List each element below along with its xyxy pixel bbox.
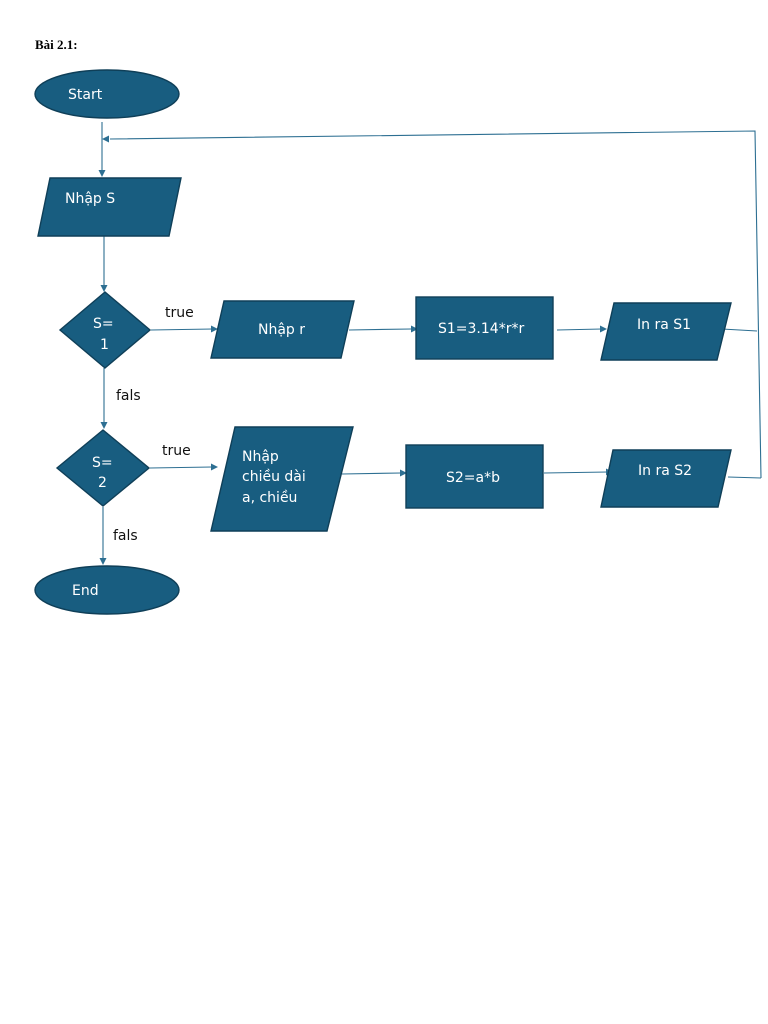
calc-s1-label: S1=3.14*r*r	[438, 321, 524, 337]
decision2-label-line2: 2	[98, 475, 107, 491]
input-r-node: Nhập r	[210, 300, 355, 359]
decision1-label-line2: 1	[100, 337, 109, 353]
input-s-node: Nhập S	[37, 177, 182, 237]
connectors	[98, 122, 762, 565]
calc-s2-label: S2=a*b	[446, 470, 500, 486]
end-label: End	[72, 583, 99, 599]
arrowhead	[211, 325, 218, 333]
edge-decision2-true	[149, 466, 213, 469]
calc-s2-node: S2=a*b	[405, 444, 544, 509]
arrowhead	[211, 463, 218, 471]
output-s2-label: In ra S2	[638, 463, 692, 479]
edge-calc1-to-output1	[556, 328, 603, 331]
edge-decision1-true	[150, 328, 214, 331]
arrowhead	[400, 469, 407, 477]
edge-label-d2-false: fals	[113, 528, 138, 544]
start-node: Start	[34, 69, 180, 119]
decision1-label-line1: S=	[93, 316, 114, 332]
edge-loop-output2	[727, 476, 762, 479]
edge-loop-return	[109, 130, 762, 479]
arrowhead	[411, 325, 418, 333]
output-s2-node: In ra S2	[600, 449, 732, 508]
edge-inputr-to-calc1	[348, 328, 412, 331]
input-ab-label-line2: chiều dài	[242, 468, 306, 485]
start-label: Start	[68, 87, 103, 103]
page-heading: Bài 2.1:	[35, 37, 78, 52]
edge-label-d1-true: true	[165, 305, 194, 321]
arrowhead	[100, 285, 108, 292]
edge-loop-output1	[721, 328, 758, 332]
arrowhead	[102, 135, 109, 143]
arrowhead	[100, 422, 108, 429]
arrowhead	[600, 325, 607, 333]
decision2-node: S= 2	[55, 429, 151, 507]
output-s1-label: In ra S1	[637, 317, 691, 333]
output-s1-node: In ra S1	[600, 302, 732, 361]
decision2-label-line1: S=	[92, 455, 113, 471]
input-ab-label-line1: Nhập	[242, 449, 279, 465]
edge-label-d2-true: true	[162, 443, 191, 459]
input-s-label: Nhập S	[65, 191, 115, 207]
edge-calc2-to-output2	[543, 471, 609, 474]
input-r-label: Nhập r	[258, 322, 305, 338]
edge-inputab-to-calc2	[341, 472, 402, 475]
decision1-node: S= 1	[58, 291, 152, 369]
edge-label-d1-false: fals	[116, 388, 141, 404]
input-ab-label-line3: a, chiều	[242, 489, 297, 506]
arrowhead	[99, 558, 107, 565]
end-node: End	[34, 565, 180, 615]
calc-s1-node: S1=3.14*r*r	[415, 296, 554, 360]
input-ab-node: Nhập chiều dài a, chiều	[210, 426, 354, 532]
arrowhead	[98, 170, 106, 177]
